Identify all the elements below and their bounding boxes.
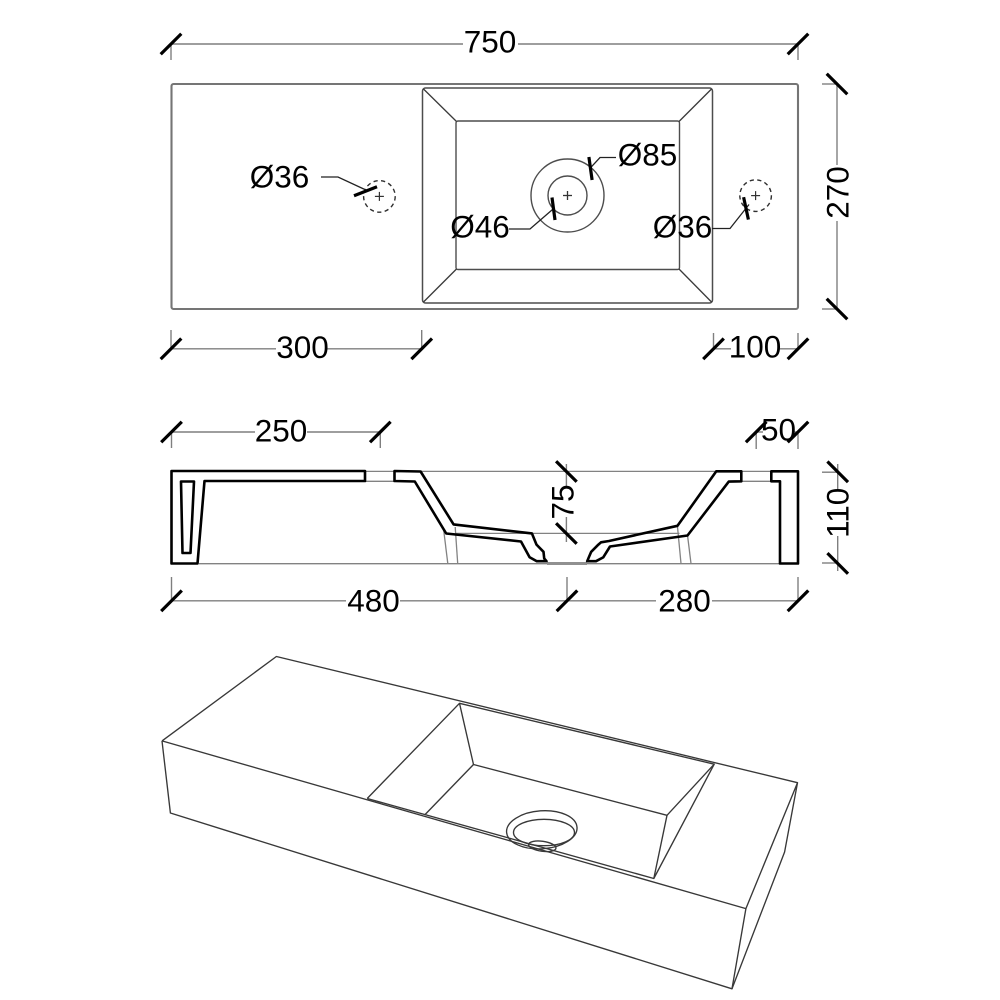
svg-text:300: 300	[276, 329, 329, 365]
svg-text:110: 110	[820, 488, 856, 538]
svg-text:280: 280	[658, 583, 711, 619]
svg-text:750: 750	[464, 24, 517, 60]
svg-text:Ø36: Ø36	[250, 159, 310, 195]
svg-text:Ø85: Ø85	[618, 137, 678, 173]
svg-text:Ø46: Ø46	[450, 209, 510, 245]
svg-text:75: 75	[545, 484, 581, 519]
svg-text:100: 100	[729, 329, 782, 365]
svg-text:Ø36: Ø36	[653, 209, 713, 245]
svg-text:50: 50	[761, 412, 796, 448]
svg-text:250: 250	[255, 413, 308, 449]
svg-text:480: 480	[347, 583, 400, 619]
svg-text:270: 270	[820, 166, 856, 219]
